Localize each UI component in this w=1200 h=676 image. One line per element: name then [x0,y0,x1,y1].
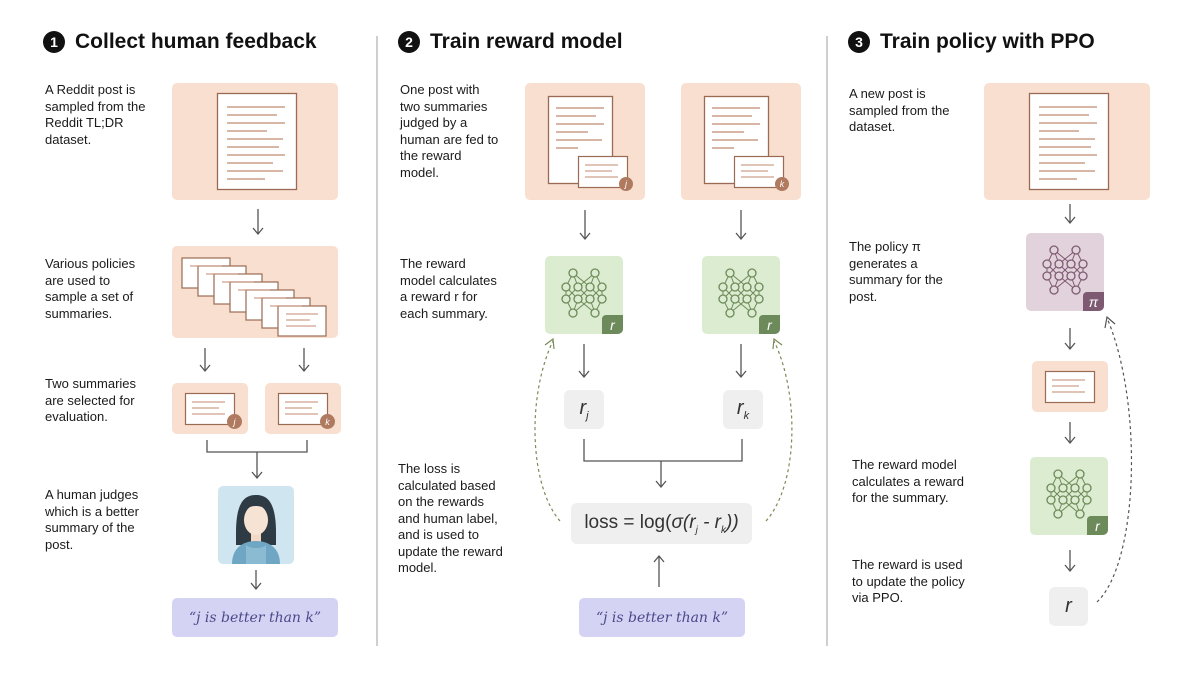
arrow-down [252,209,264,236]
reward-model-card-j: r [545,256,623,334]
reward-model-card-k: r [702,256,780,334]
reward-badge: r [602,315,623,334]
summary-j-badge: j [227,414,242,429]
summary-icon [1044,370,1096,404]
reward-value: r [1065,595,1072,617]
desc-loss: The loss is calculated based on the rewa… [398,461,503,575]
post-summary-j-card: j [525,83,645,200]
reward-rj-value: rj [579,397,589,422]
desc-fed-to-model: One post with two summaries judged by a … [400,82,499,180]
reward-value-box: r [1049,587,1088,626]
desc-reward-for-summary: The reward model calculates a reward for… [852,457,964,505]
desc-new-post: A new post is sampled from the dataset. [849,86,950,134]
reward-rk: rk [723,390,763,429]
human-judgement-label: “j is better than k” [172,598,338,637]
arrow-down [199,348,211,373]
badge-label: r [1095,517,1100,534]
reddit-post-card [172,83,338,200]
summary-icon [277,392,329,426]
reward-rj: rj [564,390,604,429]
reward-rk-value: rk [736,397,750,422]
summary-k-badge: k [775,177,789,191]
arrow-down [1064,328,1076,351]
desc-human-judges: A human judges which is a better summary… [45,487,139,552]
human-judge-card [218,486,294,564]
neural-network-icon [561,268,607,318]
summary-stack-icon [181,257,327,337]
arrow-down [579,210,591,241]
column-divider-2 [826,36,828,646]
summaries-set-card [172,246,338,338]
neural-network-icon [718,268,764,318]
step-1-header: 1 Collect human feedback [43,30,317,54]
badge-label: k [325,416,330,427]
desc-reward-calc: The reward model calculates a reward r f… [400,256,497,321]
arrow-down [735,344,747,379]
step-title: Collect human feedback [75,30,317,53]
merge-bracket [583,439,743,489]
badge-label: r [767,316,772,333]
feedback-arrow-left [534,337,561,522]
summary-k-badge: k [320,414,335,429]
post-summary-k-card: k [681,83,801,200]
desc-sample-post: A Reddit post is sampled from the Reddit… [45,82,146,147]
neural-network-icon [1046,469,1092,519]
arrow-down [298,348,310,373]
neural-network-icon [1042,245,1088,295]
arrow-down [578,344,590,379]
badge-label: j [233,416,236,427]
arrow-down [1064,550,1076,573]
new-post-card [984,83,1150,200]
desc-update-policy: The reward is used to update the policy … [852,557,965,605]
summary-j-card: j [172,383,248,434]
summary-k-card: k [265,383,341,434]
loss-formula-box: loss = log(σ(rj - rk)) [571,503,752,544]
merge-bracket [206,440,308,480]
step-number: 3 [848,31,870,53]
human-label-input: “j is better than k” [579,598,745,637]
policy-model-card: π [1026,233,1104,311]
reward-badge: r [759,315,780,334]
generated-summary-card [1032,361,1108,412]
step-2-header: 2 Train reward model [398,30,623,54]
step-3-header: 3 Train policy with PPO [848,30,1095,54]
person-icon [232,495,280,564]
badge-label: k [779,179,785,189]
badge-label: j [625,179,627,189]
arrow-down [250,570,262,591]
feedback-arrow-right [765,337,793,522]
policy-badge: π [1083,292,1104,311]
desc-sample-policies: Various policies are used to sample a se… [45,256,136,321]
reward-model-card: r [1030,457,1108,535]
arrow-up [653,554,665,587]
reward-badge: r [1087,516,1108,535]
arrow-down [1064,204,1076,225]
summary-icon [184,392,236,426]
step-title: Train reward model [430,30,623,53]
step-number: 1 [43,31,65,53]
arrow-down [1064,422,1076,445]
step-title: Train policy with PPO [880,30,1095,53]
summary-j-badge: j [619,177,633,191]
loss-formula: loss = log(σ(rj - rk)) [584,511,739,536]
document-icon [216,92,298,191]
badge-label: r [610,316,615,333]
desc-select-summaries: Two summaries are selected for evaluatio… [45,376,137,424]
column-divider-1 [376,36,378,646]
desc-policy-generates: The policy π generates a summary for the… [849,239,943,304]
step-number: 2 [398,31,420,53]
feedback-arrow-policy [1096,315,1133,603]
document-icon [1028,92,1110,191]
arrow-down [735,210,747,241]
badge-label: π [1088,293,1099,310]
